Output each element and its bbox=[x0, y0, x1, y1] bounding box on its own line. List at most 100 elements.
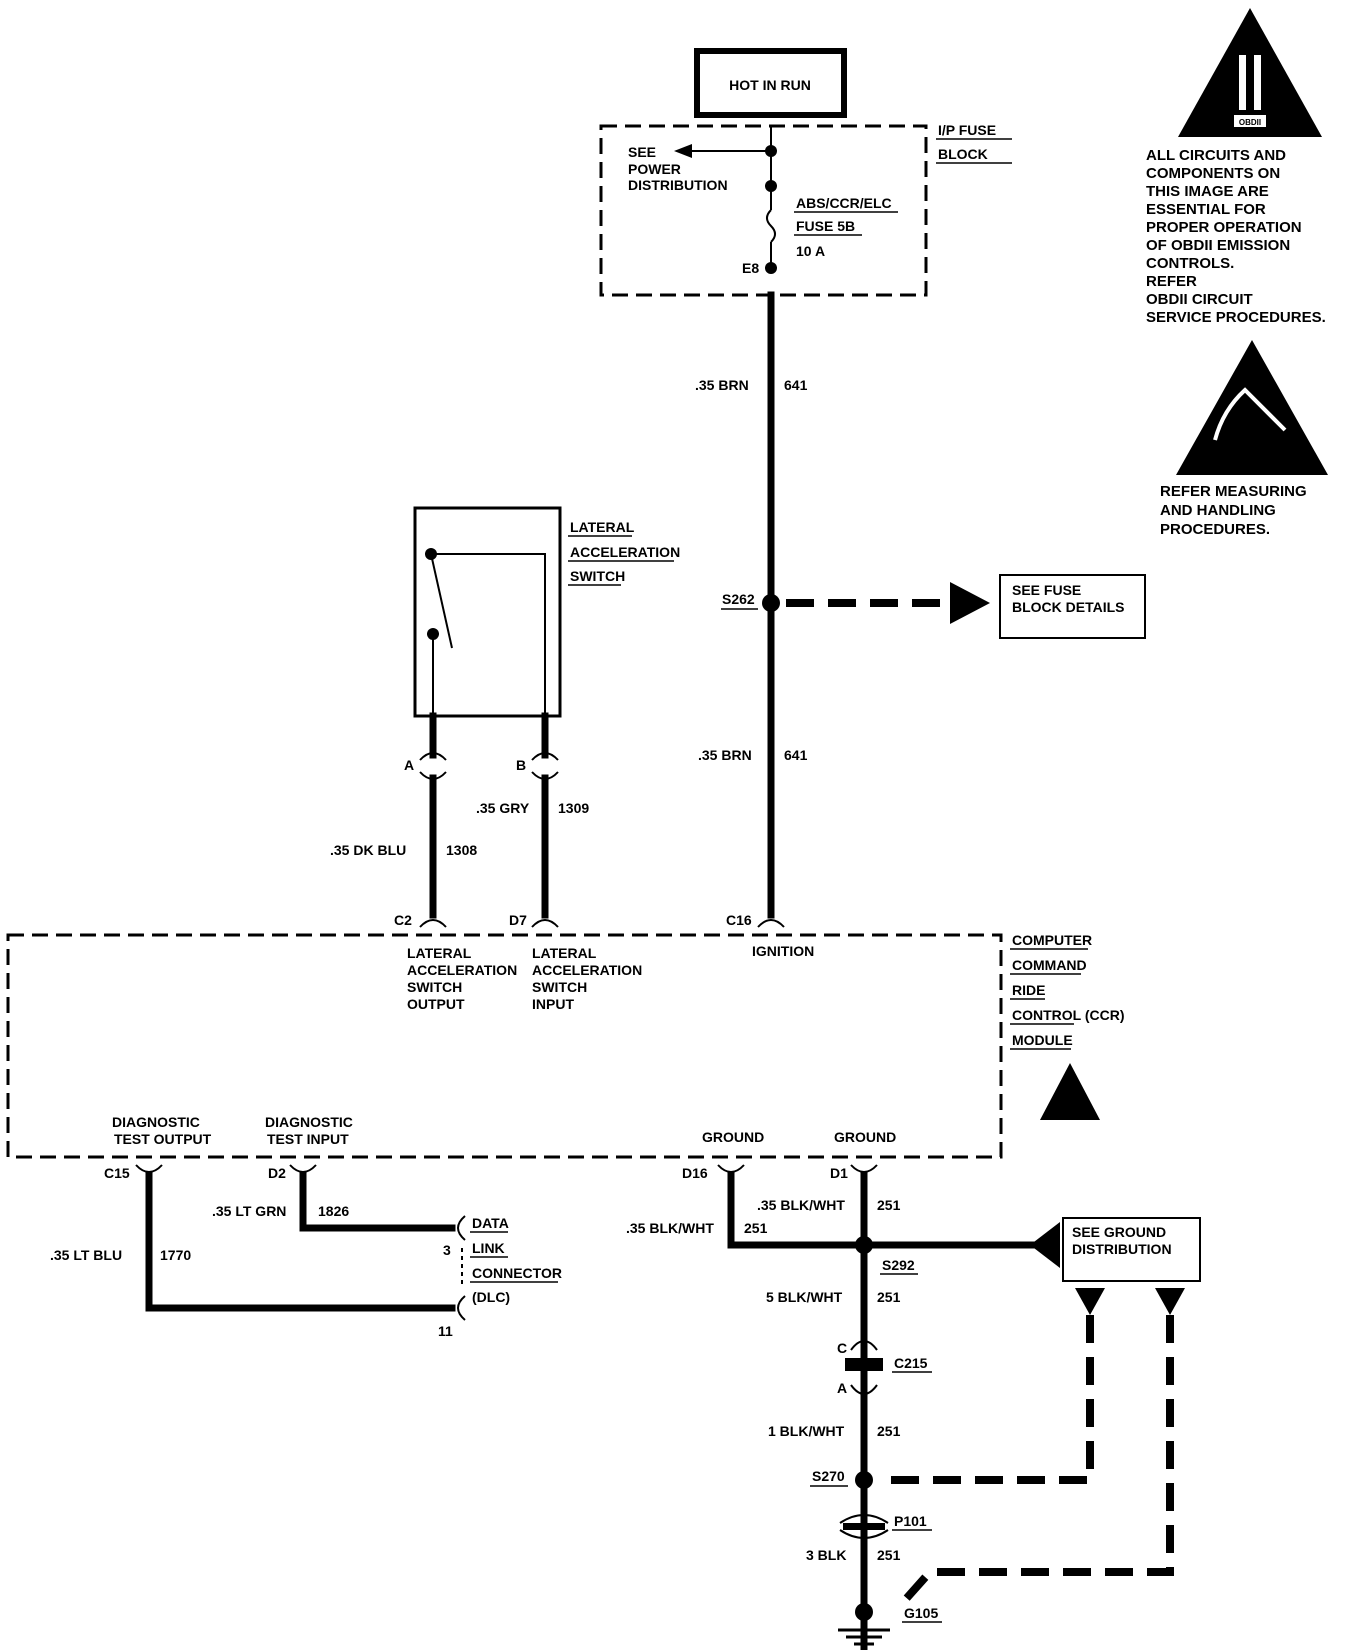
obd-line-5: PROPER OPERATION bbox=[1146, 219, 1302, 236]
obd-notice: OBDII ALL CIRCUITS AND COMPONENTS ON THI… bbox=[1146, 8, 1326, 326]
see-fuse-line1: SEE FUSE bbox=[1012, 582, 1081, 598]
c2-desc-3: SWITCH bbox=[407, 979, 462, 995]
wire-1308-gauge: .35 DK BLU bbox=[330, 842, 406, 858]
module-title-2: COMMAND bbox=[1012, 957, 1087, 973]
hot-in-run-label: HOT IN RUN bbox=[729, 77, 811, 93]
wire-641-number: 641 bbox=[784, 377, 808, 393]
wire-251-e-gauge: 3 BLK bbox=[806, 1547, 846, 1563]
switch-title-3: SWITCH bbox=[570, 568, 625, 584]
pin-a-label: A bbox=[404, 757, 414, 773]
arrow-left-icon bbox=[674, 144, 692, 158]
lateral-acceleration-switch: LATERAL ACCELERATION SWITCH bbox=[413, 506, 680, 718]
see-power-1: SEE bbox=[628, 144, 656, 160]
obd-line-4: ESSENTIAL FOR bbox=[1146, 201, 1266, 218]
pin-d16: D16 bbox=[682, 1165, 708, 1181]
ground-dashed-path-2 bbox=[902, 1315, 1174, 1603]
dlc-pin-3: 3 bbox=[443, 1242, 451, 1258]
d16-desc: GROUND bbox=[702, 1129, 764, 1145]
switch-title-1: LATERAL bbox=[570, 519, 635, 535]
obd-line-2: COMPONENTS ON bbox=[1146, 165, 1280, 182]
wire-251-d-number: 251 bbox=[877, 1423, 901, 1439]
wire-641-gauge: .35 BRN bbox=[695, 377, 749, 393]
wire-1770-number: 1770 bbox=[160, 1247, 191, 1263]
wire-251-d16 bbox=[727, 1171, 868, 1249]
see-fuse-block-details-box: SEE FUSE BLOCK DETAILS bbox=[999, 574, 1146, 639]
esd-line-1: REFER MEASURING bbox=[1160, 483, 1307, 500]
splice-s292 bbox=[855, 1236, 873, 1254]
ground-pointer-1-icon bbox=[1075, 1288, 1105, 1315]
pin-d7: D7 bbox=[509, 912, 527, 928]
ip-fuse-block: I/P FUSE BLOCK SEE POWER DISTRIBUTION AB… bbox=[599, 122, 1012, 297]
c15-desc-2: TEST OUTPUT bbox=[114, 1131, 212, 1147]
connector-d7-icon bbox=[531, 919, 559, 928]
data-link-connector: DATA LINK CONNECTOR (DLC) 3 11 bbox=[438, 1215, 562, 1339]
d2-desc-2: TEST INPUT bbox=[267, 1131, 349, 1147]
obd-line-6: OF OBDII EMISSION bbox=[1146, 237, 1290, 254]
see-ground-distribution-box: SEE GROUND DISTRIBUTION bbox=[1062, 1217, 1201, 1282]
dlc-line-2: LINK bbox=[472, 1240, 505, 1256]
c2-desc-1: LATERAL bbox=[407, 945, 472, 961]
wire-251-c-number: 251 bbox=[877, 1289, 901, 1305]
module-title-5: MODULE bbox=[1012, 1032, 1073, 1048]
wire-251-b-number: 251 bbox=[877, 1197, 901, 1213]
wire-251-b-gauge: .35 BLK/WHT bbox=[757, 1197, 845, 1213]
see-power-3: DISTRIBUTION bbox=[628, 177, 728, 193]
c2-desc-2: ACCELERATION bbox=[407, 962, 517, 978]
wire-1826-number: 1826 bbox=[318, 1203, 349, 1219]
wire-251-c-gauge: 5 BLK/WHT bbox=[766, 1289, 843, 1305]
wire-251-a-gauge: .35 BLK/WHT bbox=[626, 1220, 714, 1236]
switch-title-2: ACCELERATION bbox=[570, 544, 680, 560]
wire-1309-gauge: .35 GRY bbox=[476, 800, 530, 816]
ccr-module-title: COMPUTER COMMAND RIDE CONTROL (CCR) MODU… bbox=[1010, 932, 1125, 1120]
d2-desc-1: DIAGNOSTIC bbox=[265, 1114, 353, 1130]
c16-desc: IGNITION bbox=[752, 943, 814, 959]
pass-through-p101: P101 bbox=[839, 1513, 932, 1539]
esd-small-icon bbox=[1040, 1063, 1100, 1120]
d7-desc-2: ACCELERATION bbox=[532, 962, 642, 978]
connector-a-icon bbox=[419, 752, 447, 761]
obd-line-3: THIS IMAGE ARE bbox=[1146, 183, 1269, 200]
d7-desc-1: LATERAL bbox=[532, 945, 597, 961]
splice-s292-label: S292 bbox=[882, 1257, 915, 1273]
fuse-block-title-1: I/P FUSE bbox=[938, 122, 996, 138]
connector-c2-icon bbox=[419, 919, 447, 928]
splice-s262-label: S262 bbox=[722, 591, 755, 607]
see-power-2: POWER bbox=[628, 161, 681, 177]
arrow-left-ground-icon bbox=[1030, 1222, 1060, 1268]
wire-1309-number: 1309 bbox=[558, 800, 589, 816]
d7-desc-4: INPUT bbox=[532, 996, 574, 1012]
warning-triangle-icon bbox=[1178, 8, 1322, 137]
connector-d1-icon bbox=[850, 1164, 878, 1173]
connector-b-icon bbox=[531, 752, 559, 761]
fuse-icon bbox=[766, 209, 776, 243]
wire-251-d-gauge: 1 BLK/WHT bbox=[768, 1423, 845, 1439]
see-fuse-line2: BLOCK DETAILS bbox=[1012, 599, 1125, 615]
pin-b-label: B bbox=[516, 757, 526, 773]
ground-dashed-path-1 bbox=[880, 1315, 1094, 1484]
c215-label: C215 bbox=[894, 1355, 928, 1371]
fuse-number: FUSE 5B bbox=[796, 218, 855, 234]
c215-pin-a: A bbox=[837, 1380, 847, 1396]
ground-pointer-2-icon bbox=[1155, 1288, 1185, 1315]
see-ground-line2: DISTRIBUTION bbox=[1072, 1241, 1172, 1257]
see-ground-line1: SEE GROUND bbox=[1072, 1224, 1166, 1240]
wire-251-a-number: 251 bbox=[744, 1220, 768, 1236]
connector-d16-icon bbox=[717, 1164, 745, 1173]
ccr-module-box bbox=[6, 933, 1003, 1159]
wire-1826-gauge: .35 LT GRN bbox=[212, 1203, 286, 1219]
dlc-line-1: DATA bbox=[472, 1215, 509, 1231]
dlc-line-3: CONNECTOR bbox=[472, 1265, 562, 1281]
esd-line-2: AND HANDLING bbox=[1160, 502, 1276, 519]
dlc-line-4: (DLC) bbox=[472, 1289, 510, 1305]
dlc-pin-11: 11 bbox=[438, 1323, 453, 1339]
obd-line-1: ALL CIRCUITS AND bbox=[1146, 147, 1286, 164]
obd-line-8: REFER bbox=[1146, 273, 1197, 290]
splice-s270-label: S270 bbox=[812, 1468, 845, 1484]
wire-1770-gauge: .35 LT BLU bbox=[50, 1247, 122, 1263]
obd-line-7: CONTROLS. bbox=[1146, 255, 1234, 272]
pin-c2: C2 bbox=[394, 912, 412, 928]
splice-s270 bbox=[855, 1471, 873, 1489]
pin-c16: C16 bbox=[726, 912, 752, 928]
pin-d1: D1 bbox=[830, 1165, 848, 1181]
